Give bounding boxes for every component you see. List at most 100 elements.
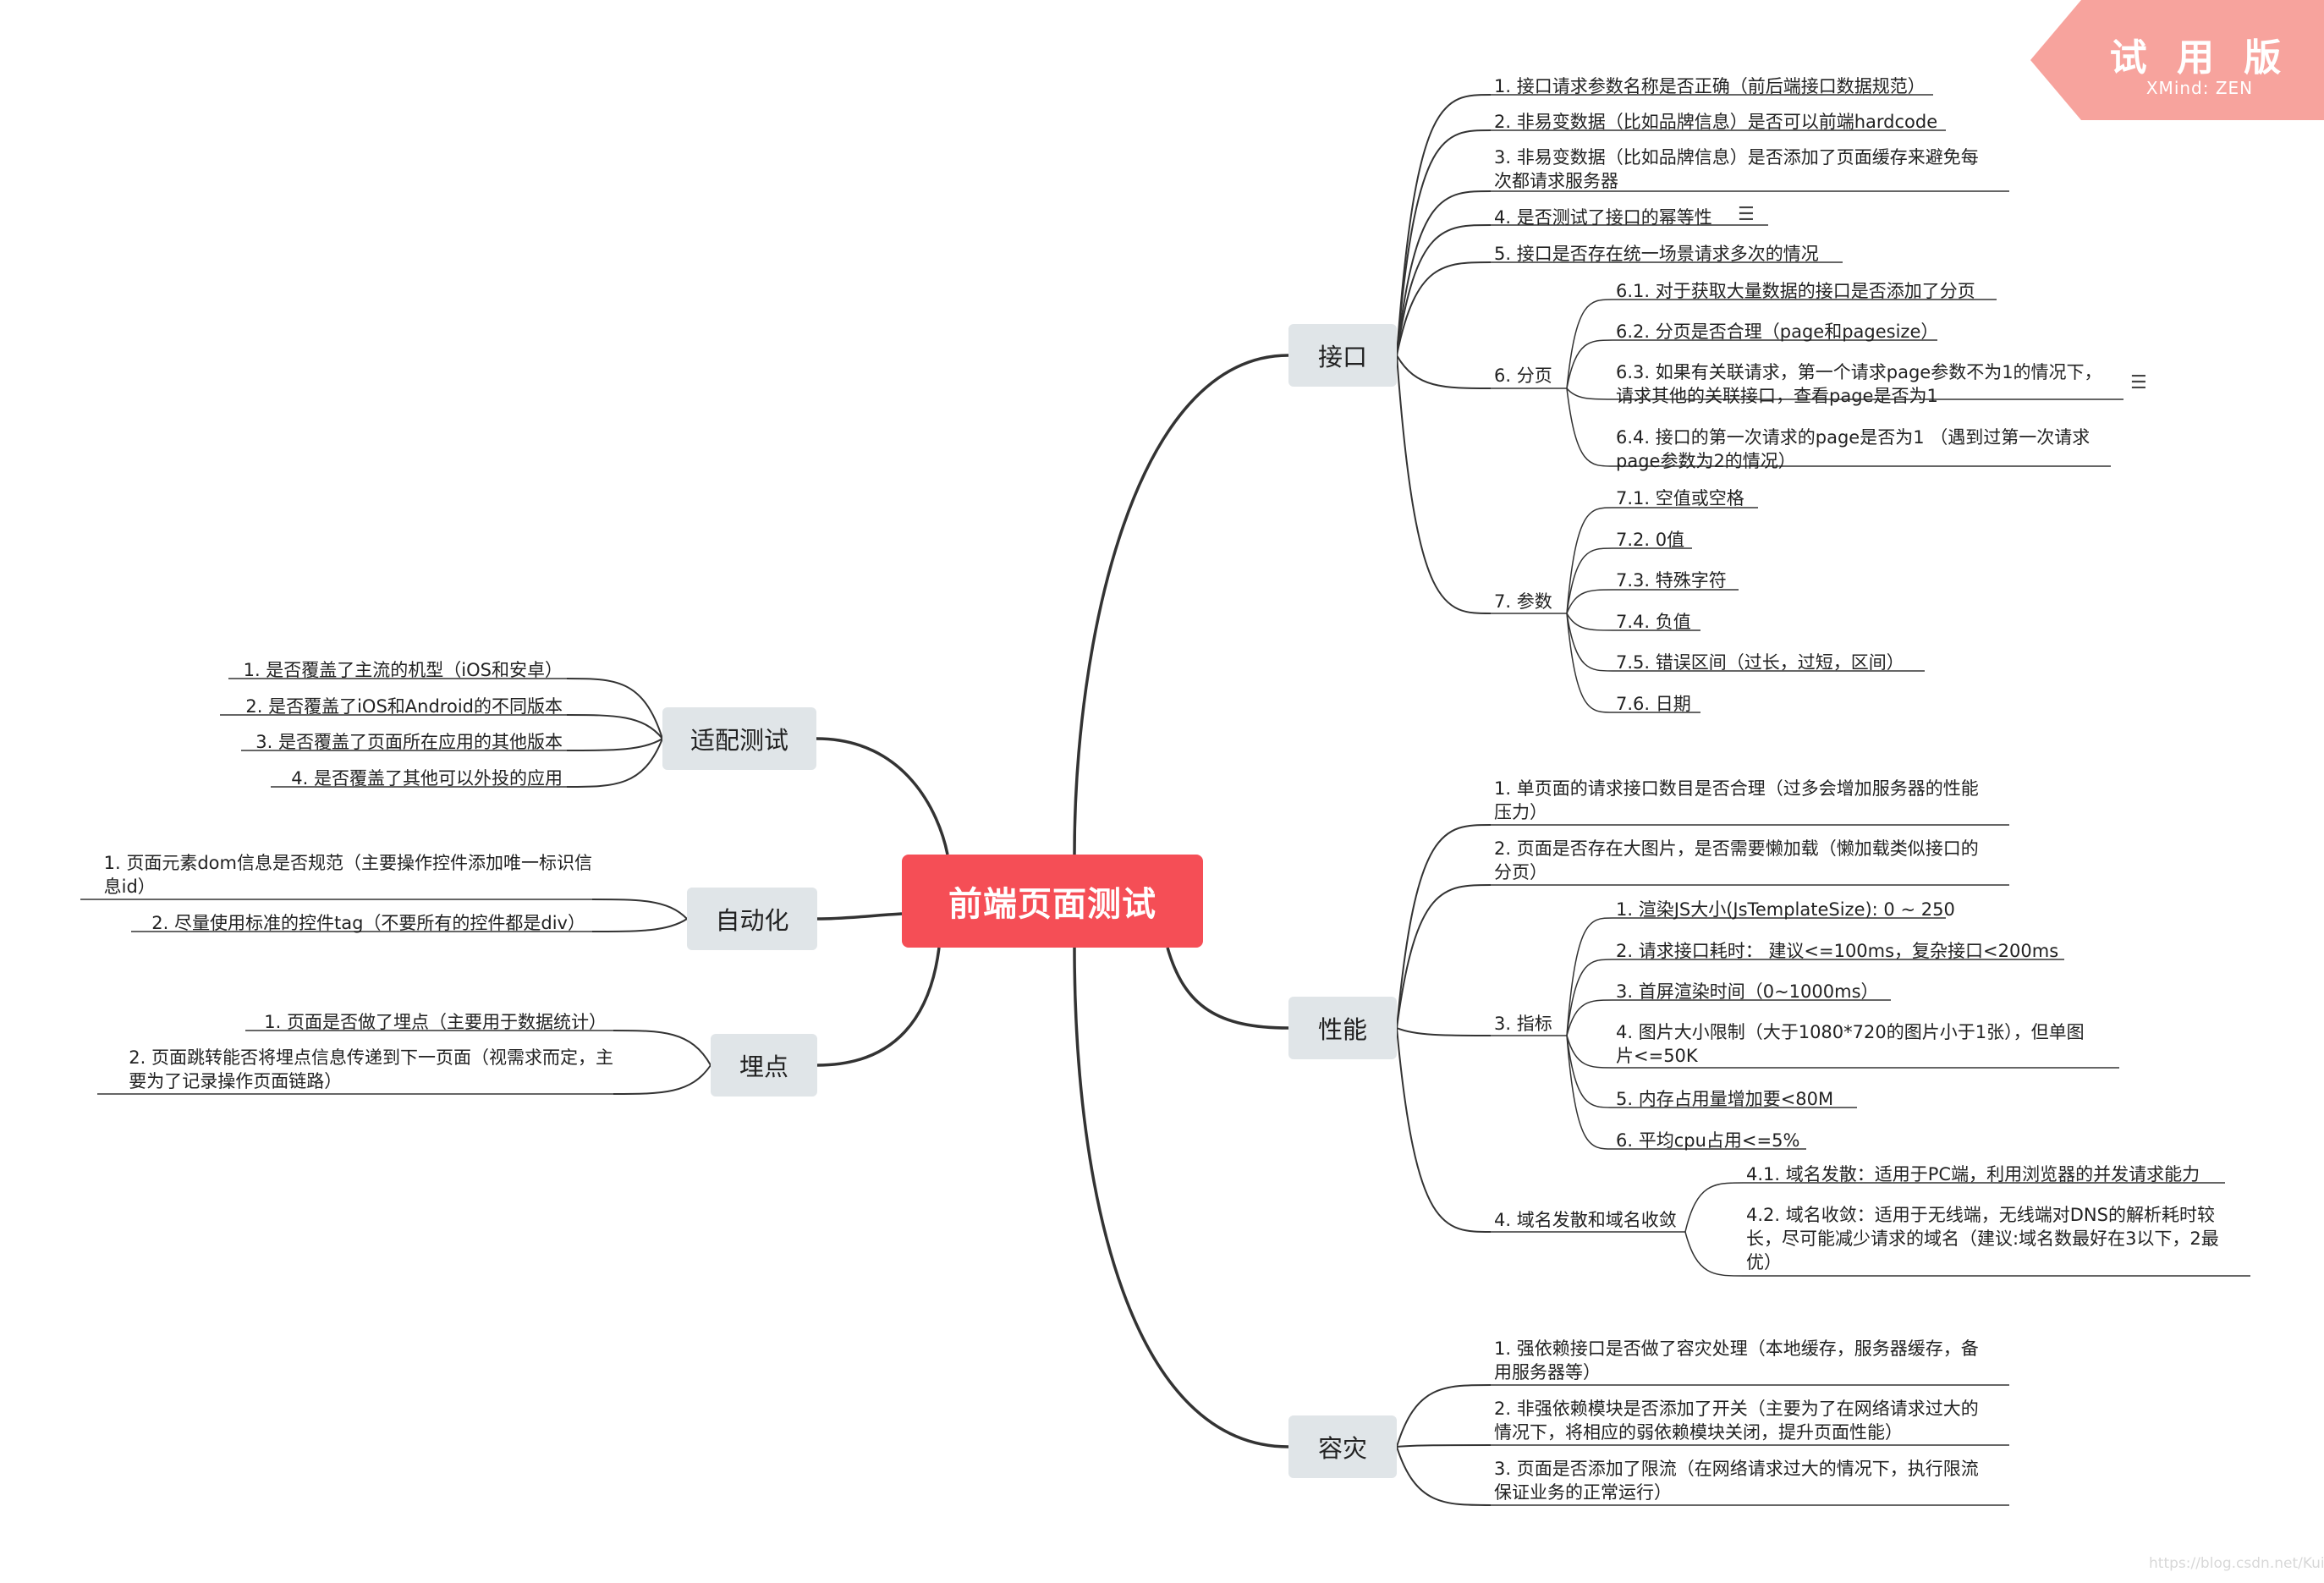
- zidonghua-link-1: [591, 899, 688, 920]
- topic-maidian-1[interactable]: 1. 页面是否做了埋点（主要用于数据统计）: [264, 1012, 607, 1032]
- topic-xingneng-3[interactable]: 3. 指标: [1494, 1014, 1552, 1034]
- yuming-link-1: [1684, 1182, 1744, 1233]
- topic-xingneng-3-1[interactable]: 1. 渲染JS大小(JsTemplateSize): 0 ~ 250: [1616, 899, 1955, 920]
- root-to-rongzai-line: [1073, 947, 1289, 1448]
- canshu-link-5: [1566, 613, 1613, 672]
- xingneng-link-1: [1396, 824, 1492, 1029]
- topic-jiekou-4[interactable]: 4. 是否测试了接口的幂等性: [1494, 207, 1712, 228]
- topic-jiekou-7[interactable]: 7. 参数: [1494, 591, 1552, 612]
- topic-rongzai-2[interactable]: 2. 非强依赖模块是否添加了开关（主要为了在网络请求过大的 情况下，将相应的弱依…: [1494, 1399, 1979, 1443]
- jiekou-link-4: [1396, 224, 1492, 356]
- zhibiao-link-4: [1566, 1035, 1613, 1069]
- jiekou-link-6: [1396, 355, 1492, 389]
- topic-jiekou-6-4[interactable]: 6.4. 接口的第一次请求的page是否为1 （遇到过第一次请求 page参数为…: [1616, 427, 2091, 471]
- canshu-link-4: [1566, 613, 1613, 631]
- zhibiao-link-3: [1566, 999, 1613, 1036]
- rongzai-link-1: [1396, 1384, 1492, 1448]
- topic-zidonghua-2[interactable]: 2. 尽量使用标准的控件tag（不要所有的控件都是div）: [151, 913, 585, 933]
- trial-badge: [2030, 0, 2324, 120]
- topic-jiekou-1[interactable]: 1. 接口请求参数名称是否正确（前后端接口数据规范）: [1494, 76, 1926, 96]
- zhibiao-link-6: [1566, 1035, 1613, 1150]
- branch-topic-jiekou[interactable]: 接口: [1288, 324, 1397, 387]
- shipei-link-1: [566, 678, 663, 739]
- fenye-link-1: [1566, 299, 1613, 389]
- fenye-link-4: [1566, 388, 1613, 467]
- shipei-link-4: [566, 738, 663, 788]
- note-icon[interactable]: ☰: [1738, 204, 1755, 225]
- branch-topic-zidonghua[interactable]: 自动化: [687, 888, 817, 950]
- topic-jiekou-6-2[interactable]: 6.2. 分页是否合理（page和pagesize）: [1616, 322, 1939, 342]
- topic-jiekou-6-1[interactable]: 6.1. 对于获取大量数据的接口是否添加了分页: [1616, 281, 1975, 301]
- branch-topic-xingneng[interactable]: 性能: [1288, 997, 1397, 1059]
- xingneng-link-2: [1396, 884, 1492, 1029]
- root-to-shipei-line: [816, 737, 949, 855]
- jiekou-link-7: [1396, 355, 1492, 614]
- topic-xingneng-3-2[interactable]: 2. 请求接口耗时： 建议<=100ms，复杂接口<200ms: [1616, 941, 2059, 961]
- topic-xingneng-4[interactable]: 4. 域名发散和域名收敛: [1494, 1210, 1677, 1230]
- shipei-link-3: [566, 738, 663, 751]
- jiekou-link-2: [1396, 129, 1492, 356]
- root-topic[interactable]: 前端页面测试: [902, 855, 1203, 948]
- canshu-link-2: [1566, 547, 1613, 614]
- root-to-zidonghua-line: [816, 912, 903, 921]
- topic-jiekou-2[interactable]: 2. 非易变数据（比如品牌信息）是否可以前端hardcode: [1494, 112, 1938, 132]
- topic-jiekou-7-6[interactable]: 7.6. 日期: [1616, 694, 1691, 714]
- trial-badge-title: 试 用 版: [2109, 36, 2290, 80]
- branch-topic-rongzai[interactable]: 容灾: [1288, 1415, 1397, 1478]
- topic-jiekou-6[interactable]: 6. 分页: [1494, 366, 1552, 386]
- jiekou-link-5: [1396, 261, 1492, 356]
- topic-jiekou-7-4[interactable]: 7.4. 负值: [1616, 612, 1691, 632]
- topic-jiekou-6-3[interactable]: 6.3. 如果有关联请求，第一个请求page参数不为1的情况下， 请求其他的关联…: [1616, 362, 2102, 406]
- root-to-xingneng-line: [1166, 947, 1289, 1030]
- zidonghua-link-2: [591, 918, 688, 932]
- root-to-jiekou-line: [1073, 354, 1289, 855]
- topic-xingneng-2[interactable]: 2. 页面是否存在大图片，是否需要懒加载（懒加载类似接口的 分页）: [1494, 838, 1979, 882]
- shipei-link-2: [566, 714, 663, 739]
- canshu-link-1: [1566, 507, 1613, 614]
- topic-xingneng-4-2[interactable]: 4.2. 域名收敛：适用于无线端，无线端对DNS的解析耗时较 长，尽可能减少请求…: [1746, 1205, 2219, 1272]
- topic-jiekou-7-3[interactable]: 7.3. 特殊字符: [1616, 570, 1727, 591]
- watermark-text: https://blog.csdn.net/Kuihao: [2149, 1555, 2324, 1572]
- topic-xingneng-3-6[interactable]: 6. 平均cpu占用<=5%: [1616, 1130, 1800, 1151]
- zhibiao-link-1: [1566, 917, 1613, 1036]
- topic-rongzai-1[interactable]: 1. 强依赖接口是否做了容灾处理（本地缓存，服务器缓存，备 用服务器等）: [1494, 1338, 1979, 1382]
- canshu-link-3: [1566, 589, 1613, 614]
- rongzai-link-2: [1396, 1444, 1492, 1448]
- topic-xingneng-1[interactable]: 1. 单页面的请求接口数目是否合理（过多会增加服务器的性能 压力）: [1494, 778, 1979, 822]
- topic-xingneng-4-1[interactable]: 4.1. 域名发散：适用于PC端，利用浏览器的并发请求能力: [1746, 1164, 2200, 1185]
- topic-maidian-2[interactable]: 2. 页面跳转能否将埋点信息传递到下一页面（视需求而定，主 要为了记录操作页面链…: [129, 1047, 613, 1091]
- jiekou-link-3: [1396, 190, 1492, 356]
- branch-topic-shipei[interactable]: 适配测试: [662, 707, 816, 770]
- rongzai-link-3: [1396, 1446, 1492, 1506]
- topic-shipei-2[interactable]: 2. 是否覆盖了iOS和Android的不同版本: [245, 696, 563, 717]
- topic-jiekou-7-5[interactable]: 7.5. 错误区间（过长，过短，区间）: [1616, 652, 1904, 673]
- fenye-link-2: [1566, 339, 1613, 389]
- yuming-link-2: [1684, 1231, 1744, 1277]
- fenye-link-3: [1566, 388, 1613, 400]
- topic-shipei-3[interactable]: 3. 是否覆盖了页面所在应用的其他版本: [255, 732, 563, 752]
- maidian-link-2: [613, 1064, 711, 1095]
- topic-xingneng-3-3[interactable]: 3. 首屏渲染时间（0~1000ms）: [1616, 981, 1879, 1002]
- topic-jiekou-7-1[interactable]: 7.1. 空值或空格: [1616, 488, 1744, 508]
- xingneng-link-4: [1396, 1027, 1492, 1233]
- note-icon[interactable]: ☰: [2130, 372, 2147, 393]
- topic-zidonghua-1[interactable]: 1. 页面元素dom信息是否规范（主要操作控件添加唯一标识信 息id）: [103, 853, 592, 897]
- maidian-link-1: [613, 1030, 711, 1066]
- canshu-link-6: [1566, 613, 1613, 713]
- topic-xingneng-3-4[interactable]: 4. 图片大小限制（大于1080*720的图片小于1张），但单图 片<=50K: [1616, 1022, 2085, 1066]
- topic-jiekou-5[interactable]: 5. 接口是否存在统一场景请求多次的情况: [1494, 244, 1819, 264]
- topic-jiekou-3[interactable]: 3. 非易变数据（比如品牌信息）是否添加了页面缓存来避免每 次都请求服务器: [1494, 147, 1979, 191]
- topic-shipei-4[interactable]: 4. 是否覆盖了其他可以外投的应用: [291, 768, 563, 789]
- topic-rongzai-3[interactable]: 3. 页面是否添加了限流（在网络请求过大的情况下，执行限流 保证业务的正常运行）: [1494, 1459, 1979, 1503]
- jiekou-link-1: [1396, 94, 1492, 356]
- topic-jiekou-7-2[interactable]: 7.2. 0值: [1616, 530, 1685, 550]
- trial-badge-subtitle: XMind: ZEN: [2145, 78, 2254, 98]
- branch-topic-maidian[interactable]: 埋点: [711, 1034, 817, 1097]
- zhibiao-link-2: [1566, 959, 1613, 1036]
- root-to-maidian-line: [816, 947, 941, 1067]
- zhibiao-link-5: [1566, 1035, 1613, 1108]
- topic-xingneng-3-5[interactable]: 5. 内存占用量增加要<80M: [1616, 1089, 1834, 1109]
- topic-shipei-1[interactable]: 1. 是否覆盖了主流的机型（iOS和安卓）: [243, 660, 563, 680]
